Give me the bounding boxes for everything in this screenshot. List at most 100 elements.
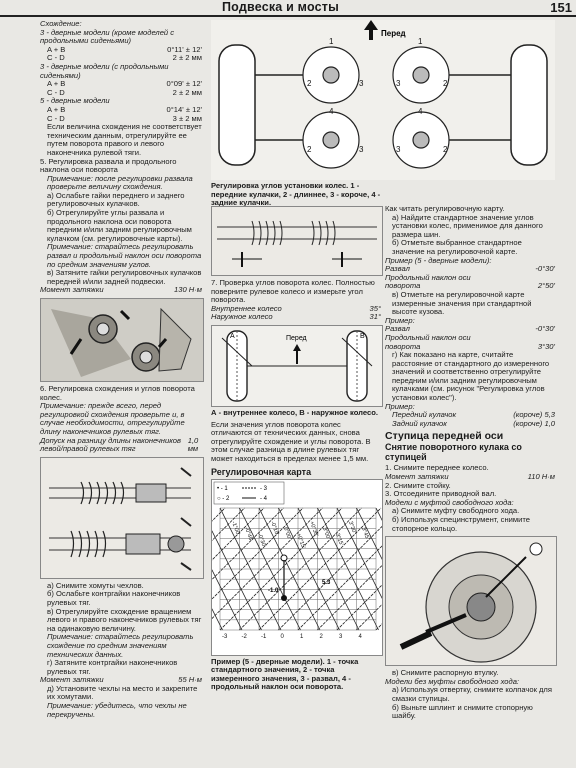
label-front: Перед (286, 335, 307, 342)
map-diagonal (212, 507, 323, 619)
figure-cam-adjustment (40, 298, 204, 382)
spec-value: 0°14' ± 12' (166, 104, 202, 114)
svg-text:3: 3 (359, 145, 364, 154)
map-x-label: 4 (359, 634, 363, 640)
map-diag-label: 3°15' (334, 532, 344, 546)
text-paragraph: Модели без муфты свободного хода: (385, 676, 520, 686)
forward-label: Перед (381, 29, 406, 38)
text-paragraph: б) Отметьте выбранное стандартное значен… (392, 238, 522, 256)
spec-row: Развал-0°30' (385, 265, 555, 274)
spec-row: Допуск на разницу длины наконечников лев… (40, 435, 202, 454)
text-paragraph: 3. Отсоедините приводной вал. (385, 489, 497, 499)
map-diag-label: -1°00' (230, 520, 241, 535)
figure-turning-angles: A B Перед (211, 324, 383, 407)
spec-label: поворота (385, 341, 421, 351)
text-paragraph: Пример (5 - дверные модели): (385, 255, 492, 265)
svg-text:2: 2 (443, 145, 448, 154)
spec-label: C - D (47, 87, 65, 97)
spec-label: Внутреннее колесо (211, 303, 282, 313)
text-paragraph: г) Как показано на карте, считайте расст… (392, 350, 550, 403)
map-diag-label: +0°30' (308, 520, 319, 537)
spec-row: поворота 2°50' (385, 282, 555, 291)
text-paragraph: б) Отрегулируйте углы развала и продольн… (47, 208, 192, 243)
text-paragraph: Примечание: прежде всего, перед регулиро… (40, 401, 185, 436)
map-diagonal (297, 544, 382, 630)
spec-label: Задний кулачок (392, 418, 447, 428)
page-title: Подвеска и мосты (222, 0, 339, 14)
map-diagonal (212, 607, 223, 630)
col1-top-text: Схождение:3 - дверные модели (кроме моде… (40, 19, 202, 295)
text-paragraph: Примечание: старайтесь регулировать схож… (47, 632, 194, 659)
spec-value: -0°30' (535, 264, 555, 274)
label-b: B (360, 333, 365, 340)
map-diagonal (239, 507, 301, 630)
svg-text:3: 3 (396, 145, 401, 154)
map-diag-label: -0°30' (256, 532, 267, 547)
text-paragraph: Примечание: убедитесь, что чехлы не пере… (47, 701, 187, 719)
label-a: A (230, 333, 235, 340)
svg-text:3: 3 (359, 79, 364, 88)
text-paragraph: в) Затяните гайки регулировочных кулачко… (47, 268, 202, 286)
figure-tie-rod (40, 456, 204, 579)
spec-label: поворота (385, 281, 421, 291)
page-header: Подвеска и мосты 151 (0, 0, 576, 17)
text-paragraph: б) Выньте шплинт и снимите стопорную шай… (392, 702, 533, 721)
map-diagonal (212, 529, 262, 630)
text-paragraph: г) Затяните контргайки наконечников руле… (47, 658, 178, 676)
point-label-1: -1.0 (268, 588, 279, 594)
wheel-caption: А - внутреннее колесо, В - наружное коле… (211, 407, 378, 417)
spec-label: C - D (47, 53, 65, 63)
spec-label: C - D (47, 113, 65, 123)
text-paragraph: а) Найдите стандартное значение углов ус… (392, 212, 543, 239)
text-paragraph: а) Снимите муфту свободного хода. (392, 506, 520, 516)
map-diagonal (317, 564, 382, 630)
spec-value: -0°30' (535, 324, 555, 334)
text-paragraph: а) Используя отвертку, снимите колпачок … (392, 685, 552, 703)
text-paragraph: Схождение: (40, 19, 82, 28)
map-diag-label: -0°15' (269, 520, 280, 535)
text-paragraph: Примечание: старайтесь регулировать разв… (47, 242, 202, 269)
text-paragraph: б) Ослабьте контргайки наконечников руле… (47, 589, 181, 607)
map-diagonal (278, 507, 340, 630)
svg-text:2: 2 (307, 79, 312, 88)
map-diagonal (219, 507, 282, 630)
spec-value: 0°11' ± 12' (167, 44, 202, 54)
map-diagonal (317, 507, 379, 630)
map-diagonal (336, 583, 382, 630)
map-diag-label: 3°30' (347, 520, 357, 534)
map-diag-label: +0°15' (295, 532, 306, 549)
map-diagonal (356, 507, 382, 560)
map-diagonal (336, 507, 382, 599)
text-paragraph: 6. Регулировка схождения и углов поворот… (40, 384, 195, 402)
map-diag-label: -0°45' (243, 526, 254, 541)
text-paragraph: а) Снимите хомуты чехлов. (47, 580, 144, 590)
map-x-label: 1 (300, 634, 304, 640)
text-paragraph: а) Ослабьте гайки переднего и заднего ре… (47, 190, 185, 209)
point-label-2: 5.3 (322, 580, 331, 586)
svg-text:4: 4 (418, 107, 423, 116)
text-paragraph: 3 - дверные модели (кроме моделей с прод… (40, 27, 175, 46)
spec-value: 1,0 мм (187, 435, 199, 454)
spec-value: 2°50' (537, 281, 555, 291)
column-middle: 7. Проверка углов поворота колес. Полнос… (211, 206, 383, 692)
svg-text:4: 4 (329, 107, 334, 116)
map-diagonal (239, 507, 362, 630)
column-right: Как читать регулировочную карту.а) Найди… (385, 204, 557, 721)
map-diagonal (219, 507, 343, 630)
map-diag-label: 0°00' (282, 526, 292, 540)
spec-label: Развал (385, 324, 410, 334)
spec-value: 0°09' ± 12' (166, 79, 202, 89)
text-paragraph: Если величина схождения не соответствует… (47, 122, 202, 157)
spec-value: 130 Н·м (174, 285, 202, 295)
text-paragraph: б) Используя специнструмент, снимите сто… (392, 515, 530, 533)
spec-value: 35° (369, 303, 381, 313)
legend-1: • - 1 (217, 486, 228, 492)
text-paragraph: Примечание: после регулировки развала пр… (47, 173, 193, 192)
